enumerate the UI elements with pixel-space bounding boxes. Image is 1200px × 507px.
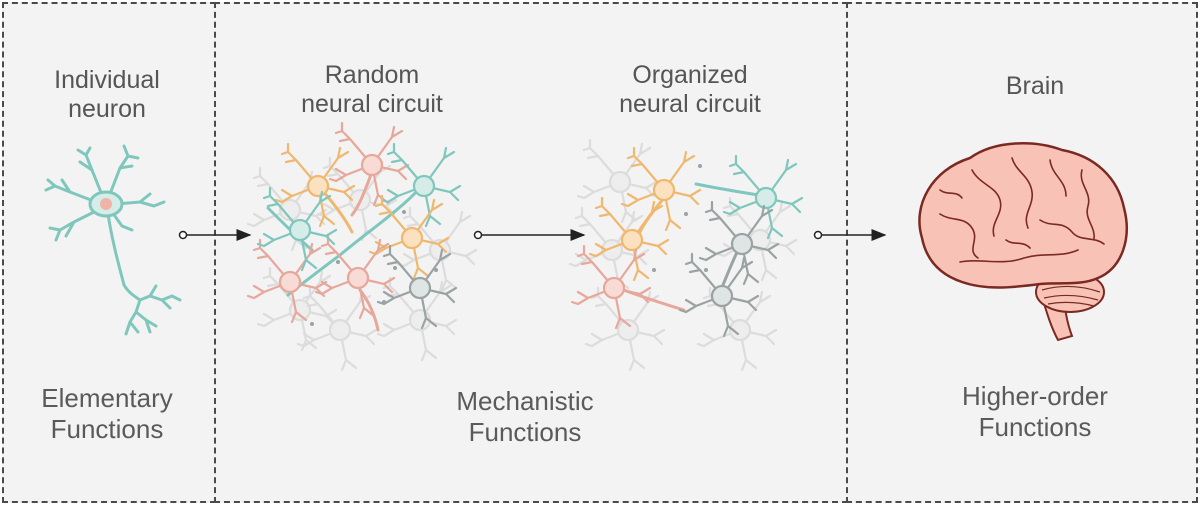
random-circuit-icon <box>246 121 478 372</box>
brain-title: Brain <box>1005 72 1065 100</box>
random-circuit-title: Random neural circuit <box>301 61 443 118</box>
arrow-3 <box>813 229 887 241</box>
elementary-functions-label: Elementary Functions <box>41 383 173 444</box>
arrow-1 <box>178 229 252 241</box>
arrow-2 <box>473 229 586 241</box>
mechanistic-functions-label: Mechanistic Functions <box>456 386 594 447</box>
organized-circuit-title: Organized neural circuit <box>619 61 761 118</box>
elementary-panel <box>2 2 216 503</box>
individual-neuron-icon <box>44 144 182 336</box>
brain-icon <box>918 142 1128 342</box>
higher-order-functions-label: Higher-order Functions <box>962 381 1108 442</box>
organized-circuit-icon <box>568 138 804 372</box>
individual-neuron-soma <box>88 190 124 218</box>
individual-neuron-title: Individual neuron <box>54 66 160 123</box>
